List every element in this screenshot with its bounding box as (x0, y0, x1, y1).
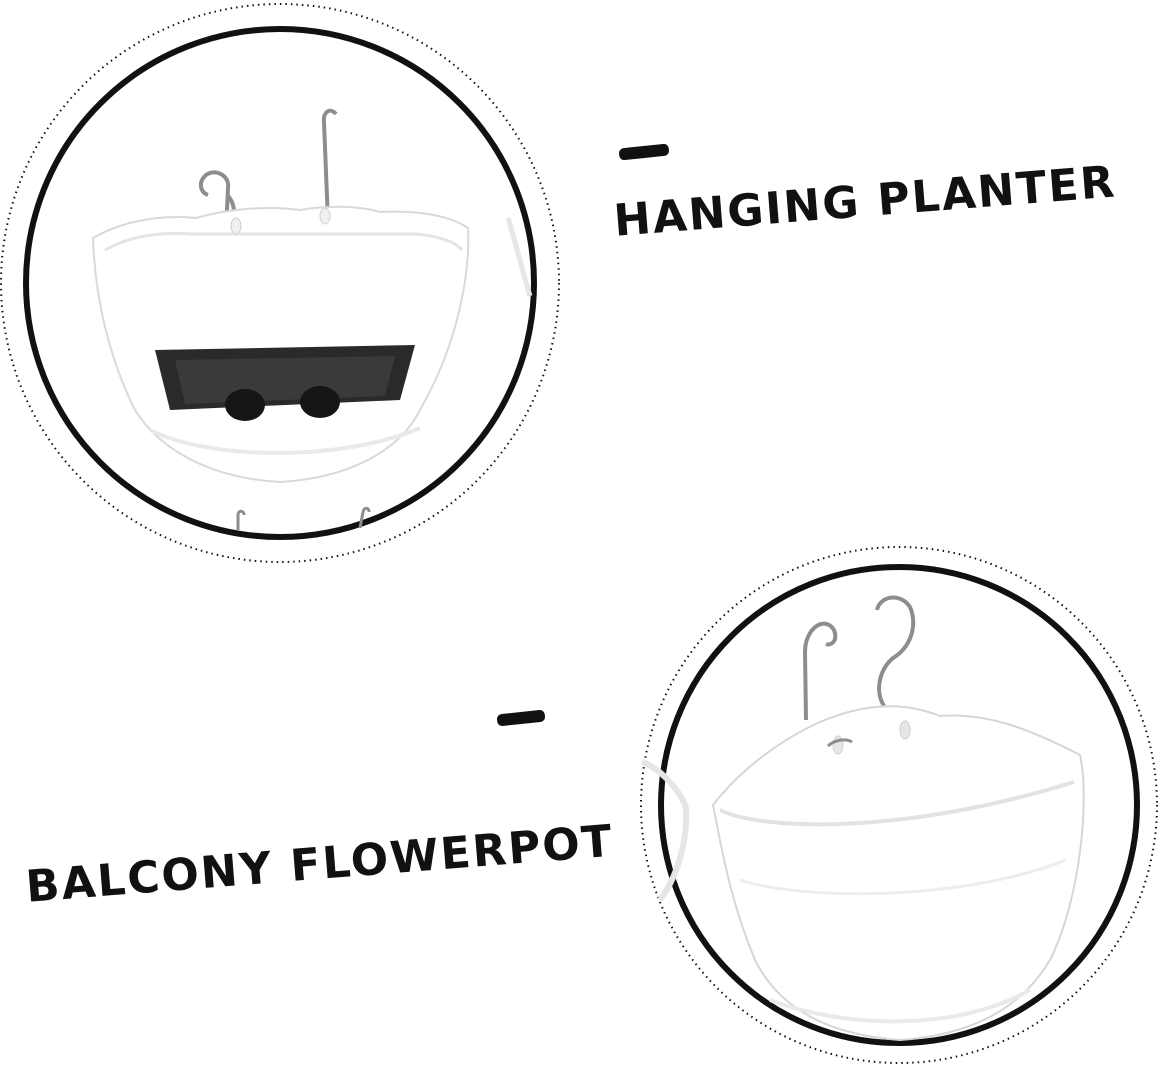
hanging-hole (319, 207, 331, 225)
flowerpot-base (769, 988, 1031, 1024)
top-solid-ring (23, 26, 537, 540)
drain-hole (300, 386, 340, 418)
balcony-flowerpot-image (640, 595, 1085, 1042)
label-dash (496, 710, 546, 726)
flowerpot-ribs (739, 858, 1067, 896)
label-dash (619, 143, 669, 161)
hanging-planter-image (91, 108, 533, 530)
drainage-grid (175, 356, 395, 404)
top-dotted-ring (0, 3, 560, 563)
hook-icon (802, 621, 838, 721)
hook-icon (358, 506, 371, 529)
background-pot (640, 759, 690, 902)
flowerpot-rim (719, 780, 1075, 827)
background-pot (505, 217, 533, 297)
planter-body (91, 205, 470, 484)
hook-icon (826, 738, 853, 748)
bottom-product-frame (640, 546, 1158, 1064)
drain-hole (225, 389, 265, 421)
bottom-solid-ring (658, 564, 1140, 1046)
hook-icon (236, 509, 246, 530)
hanging-hole (230, 217, 242, 235)
bottom-dotted-ring (640, 546, 1158, 1064)
hanging-hole (899, 720, 911, 740)
top-product-frame (0, 3, 560, 563)
hook-icon (199, 170, 231, 233)
hook-icon (321, 108, 338, 223)
planter-rim (104, 232, 464, 252)
flowerpot-body (711, 705, 1085, 1042)
hook-icon (875, 595, 916, 708)
planter-ribs (149, 426, 421, 455)
